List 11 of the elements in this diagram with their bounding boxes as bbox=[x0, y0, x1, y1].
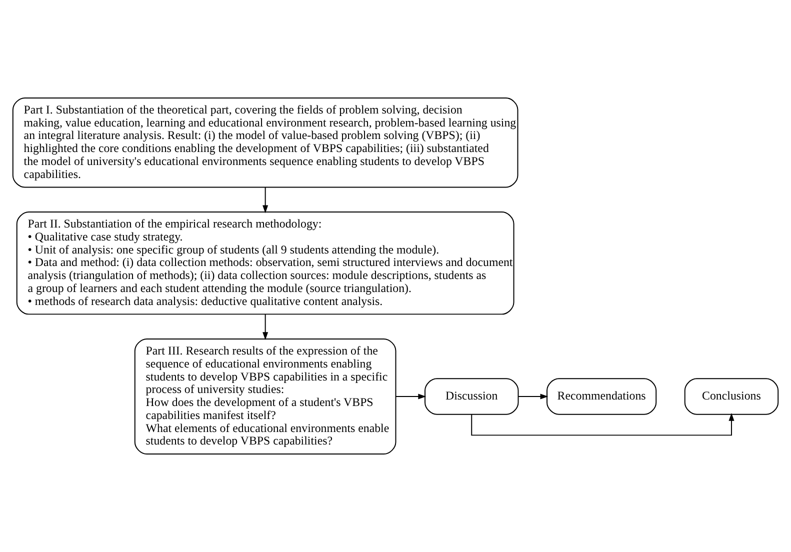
arrow bbox=[518, 394, 548, 400]
node-box: Discussion bbox=[424, 378, 519, 415]
arrow bbox=[262, 186, 268, 214]
node-box: Conclusions bbox=[684, 378, 779, 415]
arrow bbox=[262, 314, 268, 340]
node-box: Recommendations bbox=[546, 378, 657, 415]
node-box: Part III. Research results of the expression of the sequence of educational environments enabling students to develop VBPS capabilities in a specific process of university studies: How does the development of a student's VBPS capabilities manifest itself? What elements of educational environments enable students to develop VBPS capabilities? bbox=[134, 338, 396, 455]
node-box: Part II. Substantiation of the empirical research methodology: • Qualitative case study strategy. • Unit of analysis: one specific group of students (all 9 students attending the module). • Data and method: (i) data collection methods: observation, semi structured interviews and document analysis (triangulation of methods); (ii) data collection sources: module descriptions, students as a group of learners and each student attending the module (source triangulation). • methods of research data analysis: deductive qualitative content analysis. bbox=[16, 212, 514, 315]
arrow bbox=[395, 394, 426, 400]
node-box: Part I. Substantiation of the theoretical part, covering the fields of problem solving, decision making, value education, learning and educational environment research, problem-based learning using an integral literature analysis. Result: (i) the model of value-based problem solving (VBPS); (ii) highlighted the core conditions enabling the development of VBPS capabilities; (iii) substantiated the model of university's educational environments sequence enabling students to develop VBPS capabilities. bbox=[12, 97, 518, 188]
arrow bbox=[471, 413, 734, 436]
